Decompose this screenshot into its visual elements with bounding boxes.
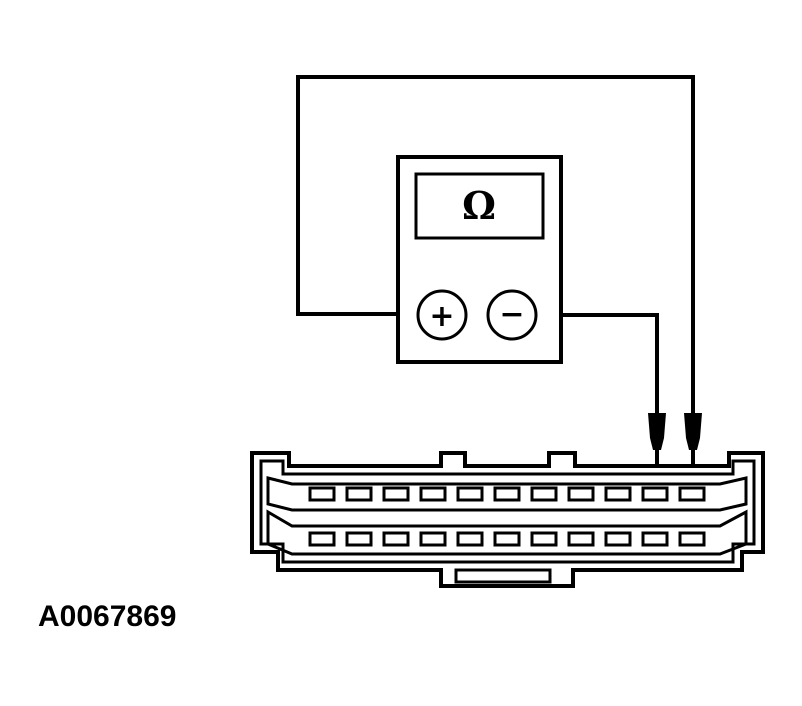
connector-pin-cavity xyxy=(308,486,336,502)
connector-pin-cavity xyxy=(456,486,484,502)
connector-pin-cavity xyxy=(419,531,447,547)
connector-pin-cavity xyxy=(530,486,558,502)
connector-pin-cavity xyxy=(345,486,373,502)
meter-display xyxy=(414,172,545,240)
connector-pin-cavity xyxy=(382,531,410,547)
connector-pin-cavity xyxy=(678,531,706,547)
connector-pin-cavity xyxy=(456,531,484,547)
figure-reference-id: A0067869 xyxy=(38,600,177,633)
ohm-symbol: Ω xyxy=(462,183,496,228)
connector-pin-cavity xyxy=(493,486,521,502)
negative-terminal xyxy=(486,289,538,341)
upper-row-housing xyxy=(266,476,748,512)
negative-symbol: − xyxy=(499,297,524,332)
connector-latch xyxy=(454,568,552,584)
connector-pin-cavity xyxy=(678,486,706,502)
ohmmeter: Ω + − xyxy=(396,155,563,364)
connector-inner-outline xyxy=(259,459,756,564)
connector-pin-cavity xyxy=(530,531,558,547)
connector-pin-cavity xyxy=(345,531,373,547)
lower-row-housing xyxy=(266,509,748,556)
connector-pin-cavity xyxy=(641,486,669,502)
positive-symbol: + xyxy=(429,299,454,334)
connector-pin-cavity xyxy=(641,531,669,547)
connector-pin-cavity xyxy=(419,486,447,502)
connector xyxy=(250,451,765,588)
connector-pin-cavity xyxy=(382,486,410,502)
negative-lead-wire xyxy=(540,313,659,414)
positive-lead-wire xyxy=(296,75,695,414)
positive-terminal xyxy=(416,289,468,341)
connector-pin-cavity xyxy=(604,531,632,547)
connector-pin-cavity xyxy=(604,486,632,502)
connector-pin-cavity xyxy=(308,531,336,547)
connector-pin-cavity xyxy=(567,531,595,547)
connector-pin-cavity xyxy=(493,531,521,547)
connector-pin-cavity xyxy=(567,486,595,502)
